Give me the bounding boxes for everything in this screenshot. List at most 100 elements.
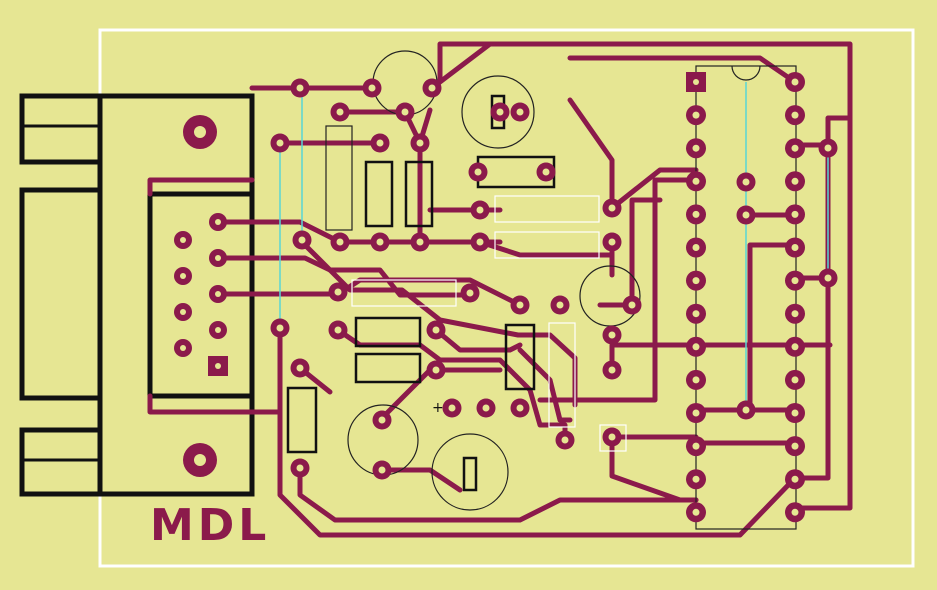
pad-hole [692,409,700,417]
ic-small [504,323,536,391]
pad-hole [542,168,550,176]
capacitor-polarity-mark: + [432,400,444,416]
pad-hole [476,238,484,246]
pad-hole [368,84,376,92]
pad-hole [692,144,700,152]
diode-d3 [354,316,422,348]
pad-hole [791,210,799,218]
pad-hole [215,255,221,261]
pad-hole [180,345,186,351]
pad-hole [742,406,750,414]
pad-hole [692,177,700,185]
pad-hole [791,409,799,417]
pad-hole [215,291,221,297]
pad-hole [692,475,700,483]
capacitor-c2-body [462,456,478,492]
pad-hole [180,237,186,243]
pad-hole [194,126,206,138]
pad-hole [692,244,700,251]
traces [147,41,853,538]
pad-hole [476,206,484,214]
board-label: MDL [150,500,270,551]
pad-hole [215,327,221,333]
capacitor-c2-outline [431,433,509,511]
pad-hole [215,363,221,369]
pad-hole [791,442,799,450]
pad-hole [692,343,700,351]
pad-hole [516,301,524,309]
pad-hole [692,508,700,516]
diode-d1 [364,160,394,228]
pad-hole [378,466,386,474]
pad-hole [416,139,424,147]
pad-hole [482,404,490,412]
pad-hole [561,436,569,444]
pad-hole [791,310,799,318]
pad-hole [180,273,186,279]
pad-hole [791,111,799,119]
pad-hole [791,177,799,185]
pad-hole [791,277,799,285]
pad-hole [180,309,186,315]
pad-hole [791,475,799,483]
pad-hole [791,244,799,251]
pad-hole [496,108,504,116]
pad-hole [466,289,474,297]
pad-hole [194,454,206,466]
pad-hole [692,111,700,119]
pad-hole [692,210,700,218]
pad-hole [276,139,284,147]
pad-hole [378,416,386,424]
pad-hole [376,139,384,147]
resistor-r1 [286,386,318,454]
silkscreen [325,50,797,530]
parts [286,94,556,492]
pad-hole [298,236,306,244]
jumpers [279,82,829,410]
pad-hole [692,310,700,318]
pad-hole [516,404,524,412]
pad-hole [516,108,524,116]
diode-d4 [354,352,422,384]
pad-hole [608,238,616,246]
pad-hole [432,326,440,334]
pads [174,72,838,523]
pad-hole [791,508,799,516]
pad-hole [608,433,616,441]
pad-hole [608,366,616,374]
pad-hole [432,366,440,374]
pad-hole [296,464,304,472]
pad-hole [742,211,750,219]
pad-hole [296,364,304,372]
pad-hole [428,84,436,92]
pad-hole [791,376,799,384]
pad-hole [791,78,799,86]
pad-hole [608,331,616,339]
pad-hole [376,238,384,246]
pad-hole [791,144,799,152]
capacitor-c1-outline [461,75,535,149]
pad-hole [416,238,424,246]
pad-hole [692,277,700,285]
pad-hole [824,274,832,282]
pad-hole [791,343,799,351]
pad-hole [608,204,616,212]
pad-hole [401,108,409,116]
pad-hole [824,144,832,152]
pad-hole [474,168,482,176]
pad-hole [692,376,700,384]
pad-hole [336,108,344,116]
pad-hole [296,84,304,92]
pad-hole [276,324,284,332]
pad-hole [215,219,221,225]
pad-hole [556,301,564,309]
pad-hole [628,301,636,309]
pad-hole [692,442,700,450]
pad-hole [334,288,342,296]
pad-hole [336,238,344,246]
pad-hole [742,178,750,186]
pad-hole [334,326,342,334]
pad-hole [693,79,699,85]
diode-d2 [404,160,434,228]
